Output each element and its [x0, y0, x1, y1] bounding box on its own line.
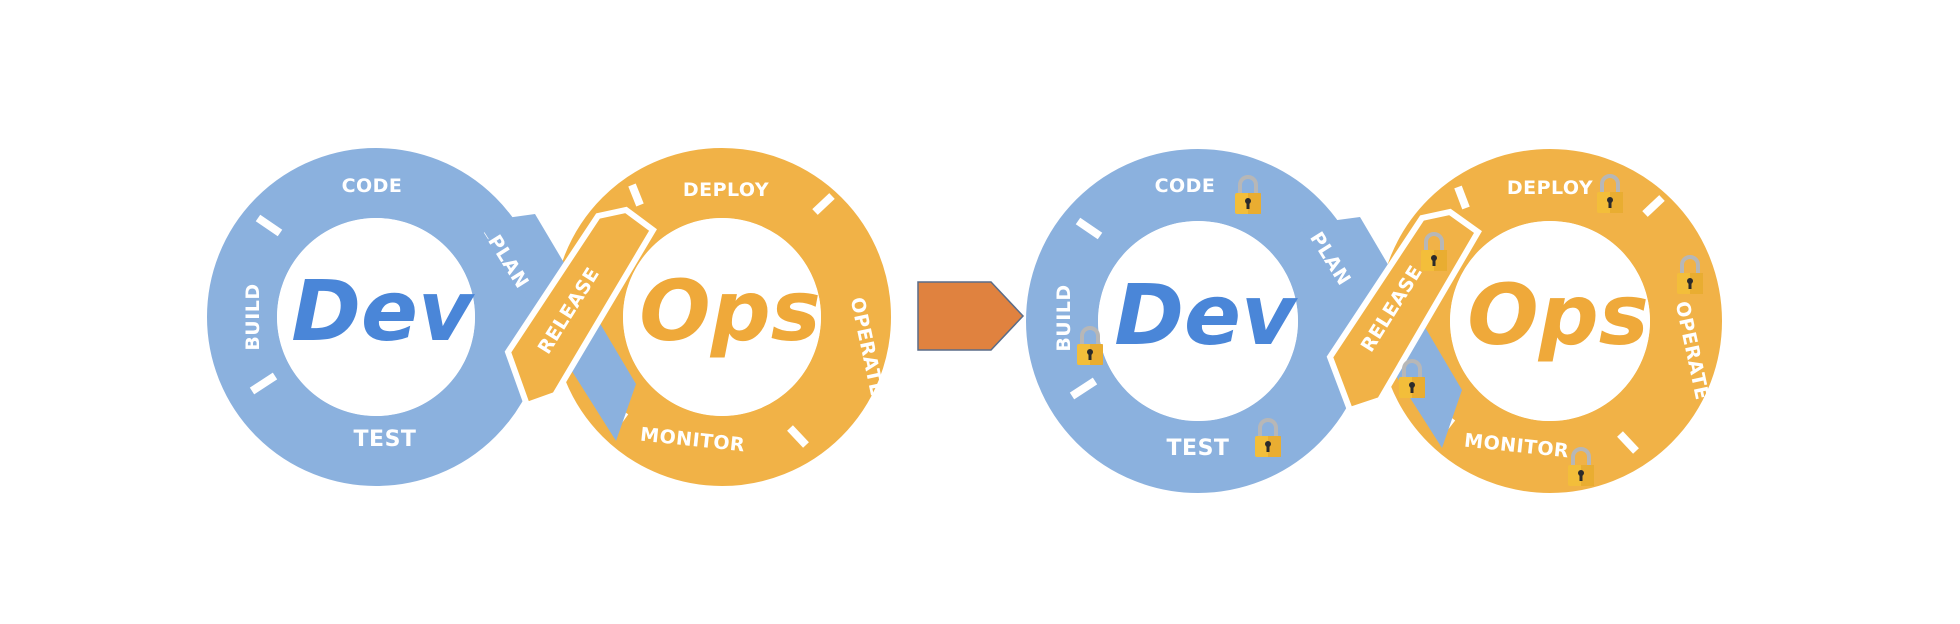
stage-code-secure: CODE — [1155, 175, 1216, 197]
ops-logo-secure: Ops — [1467, 266, 1649, 364]
stage-code: CODE — [342, 175, 403, 197]
stage-build-secure: BUILD — [1053, 284, 1075, 351]
transition-arrow — [917, 281, 1025, 351]
stage-test-secure: TEST — [1167, 436, 1230, 461]
dev-logo-secure: Dev — [1114, 266, 1298, 364]
devsecops-infinity-after: Dev Ops CODE BUILD TEST PLAN RELEASE DEP… — [1026, 149, 1722, 493]
stage-deploy: DEPLOY — [683, 179, 769, 201]
devops-infinity-before: Dev Ops CODE BUILD TEST PLAN RELEASE DEP… — [207, 148, 891, 486]
stage-build: BUILD — [242, 283, 264, 350]
stage-deploy-secure: DEPLOY — [1507, 177, 1593, 199]
dev-logo: Dev — [291, 262, 475, 360]
ops-logo: Ops — [639, 262, 821, 360]
stage-test: TEST — [354, 427, 417, 452]
release-arm — [504, 206, 657, 409]
